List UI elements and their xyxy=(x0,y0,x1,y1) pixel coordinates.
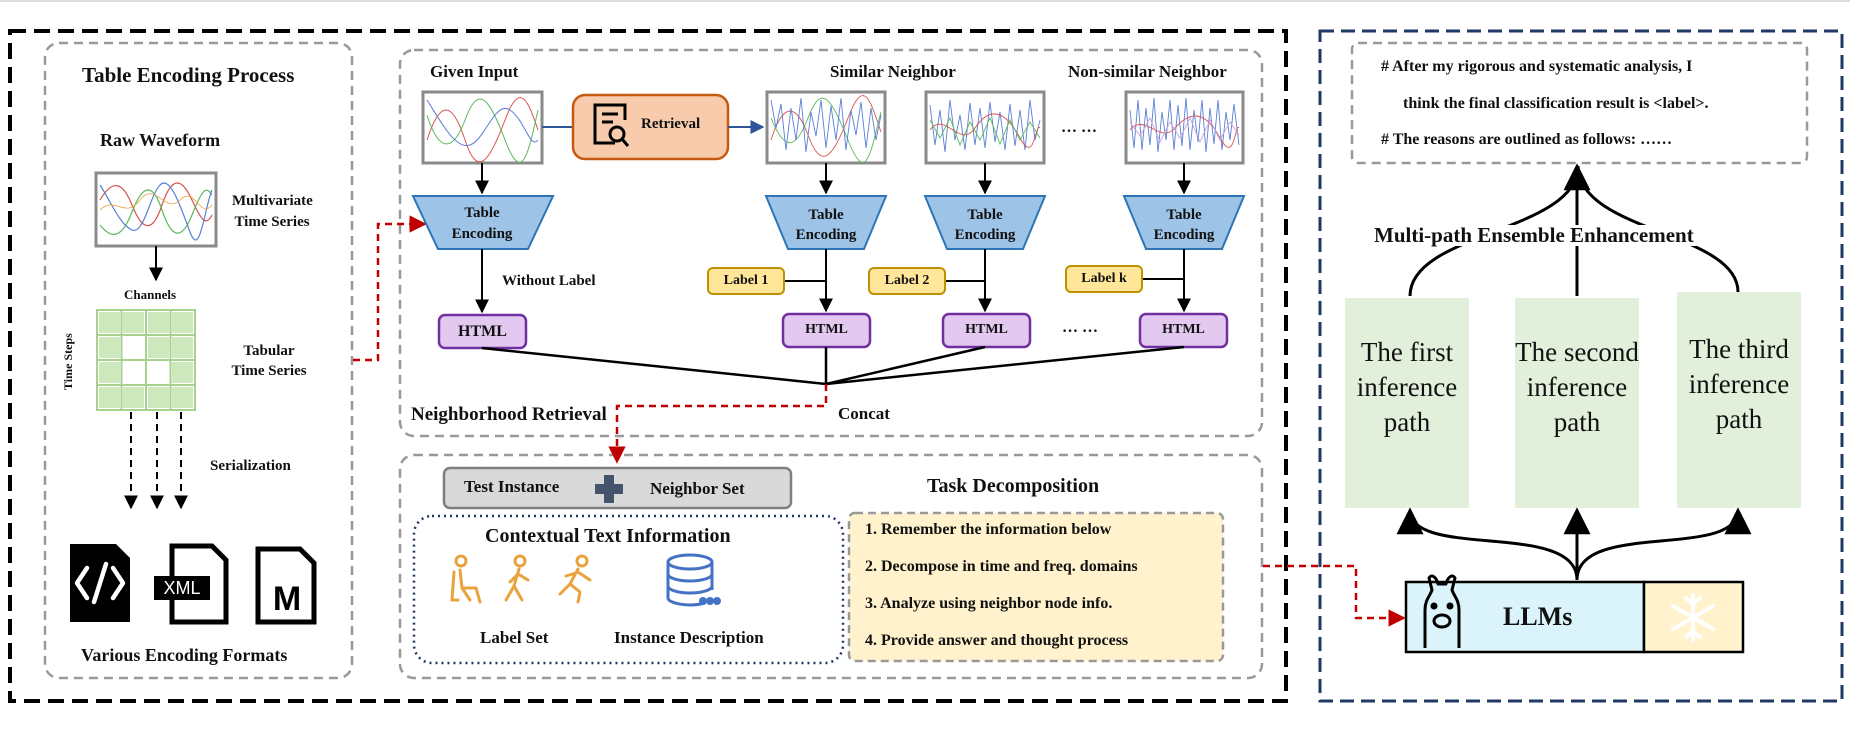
non-similar-neighbor-plot-1 xyxy=(929,99,1041,153)
ensemble-title: Multi-path Ensemble Enhancement xyxy=(1370,225,1698,246)
llama-icon xyxy=(1423,574,1461,648)
label-k-text: Label k xyxy=(1081,271,1127,286)
html-1-text: HTML xyxy=(458,323,507,340)
multivariate-label-2: Time Series xyxy=(234,214,310,230)
markdown-file-icon: M xyxy=(255,546,317,625)
non-similar-neighbor-thumb-2 xyxy=(1124,90,1245,165)
task-step-3: 3. Analyze using neighbor node info. xyxy=(865,595,1113,612)
inference-path-1: The first inference path xyxy=(1356,337,1458,437)
encoding-to-html-arrows xyxy=(475,249,1191,314)
given-input-thumb xyxy=(421,90,544,165)
output-line-2: think the final classification result is… xyxy=(1403,95,1709,112)
html-boxes xyxy=(437,312,1229,350)
inference-path-2: The second inference path xyxy=(1515,337,1639,437)
task-step-2: 2. Decompose in time and freq. domains xyxy=(865,558,1138,575)
given-input-label: Given Input xyxy=(430,62,519,81)
tabular-label-2: Time Series xyxy=(231,363,307,379)
concat-label: Concat xyxy=(838,404,890,423)
multivariate-label-1: Multivariate xyxy=(232,193,313,209)
task-step-1: 1. Remember the information below xyxy=(865,521,1112,538)
running-person-icon xyxy=(558,554,592,604)
document-search-icon xyxy=(593,103,630,147)
right-outer-frame xyxy=(1318,29,1844,703)
walking-person-icon xyxy=(504,554,530,602)
formats-title: Various Encoding Formats xyxy=(81,645,288,665)
html-4-text: HTML xyxy=(1162,322,1205,337)
similar-neighbor-label: Similar Neighbor xyxy=(830,62,956,81)
html-3-text: HTML xyxy=(965,322,1008,337)
encoding-4-line-2: Encoding xyxy=(1153,227,1215,243)
similar-neighbor-plot xyxy=(770,95,882,163)
serialization-arrows xyxy=(124,412,188,510)
time-steps-label: Time Steps xyxy=(61,333,75,390)
output-line-3: # The reasons are outlined as follows: …… xyxy=(1381,131,1673,148)
concat-lines xyxy=(481,345,1185,386)
task-decomposition-title: Task Decomposition xyxy=(927,475,1100,497)
encoding-4-line-1: Table xyxy=(1166,207,1202,223)
neighborhood-retrieval-panel xyxy=(398,48,1264,438)
table-encoding-panel xyxy=(43,41,354,680)
llm-to-paths-arrows xyxy=(1396,507,1752,581)
neighborhood-retrieval-title: Neighborhood Retrieval xyxy=(411,404,607,425)
task-panel xyxy=(398,453,1264,680)
serialization-label: Serialization xyxy=(210,458,291,474)
table-encoding-shapes xyxy=(411,195,1246,250)
task-steps-box xyxy=(847,511,1225,663)
instance-description-label: Instance Description xyxy=(614,628,764,647)
encoding-3-line-2: Encoding xyxy=(954,227,1016,243)
llms-label: LLMs xyxy=(1503,602,1573,631)
label-set-label: Label Set xyxy=(480,628,549,647)
task-step-4: 4. Provide answer and thought process xyxy=(865,632,1129,649)
table-encoding-title: Table Encoding Process xyxy=(82,63,295,87)
non-similar-neighbor-thumb-1 xyxy=(924,90,1046,165)
label-boxes xyxy=(707,265,1143,295)
html-2-text: HTML xyxy=(805,322,848,337)
retrieval-label: Retrieval xyxy=(641,116,701,132)
contextual-text-box xyxy=(412,514,845,665)
thumb-to-encoding-arrows xyxy=(475,163,1191,195)
ellipsis-top: … … xyxy=(1061,119,1097,136)
snowflake-icon xyxy=(1671,593,1715,642)
encoding-1-line-2: Encoding xyxy=(451,226,513,242)
xml-file-icon: XML xyxy=(154,543,229,625)
neighbor-set-label: Neighbor Set xyxy=(650,479,745,498)
ellipsis-bottom: … … xyxy=(1062,319,1098,336)
output-line-1: # After my rigorous and systematic analy… xyxy=(1381,58,1693,75)
raw-waveform-label: Raw Waveform xyxy=(100,130,221,150)
non-similar-neighbor-label: Non-similar Neighbor xyxy=(1068,62,1227,81)
red-arrow-to-llms xyxy=(1263,564,1406,627)
inference-path-boxes xyxy=(1345,292,1801,508)
encoding-2-line-1: Table xyxy=(808,207,844,223)
non-similar-neighbor-plot-2 xyxy=(1129,97,1240,153)
encoding-3-line-1: Table xyxy=(967,207,1003,223)
given-input-plot xyxy=(426,97,539,163)
label-2-text: Label 2 xyxy=(884,273,930,288)
plus-icon xyxy=(595,475,623,503)
database-icon xyxy=(666,553,721,607)
encoding-1-line-1: Table xyxy=(464,205,500,221)
tabular-grid xyxy=(96,309,196,411)
left-outer-frame xyxy=(8,29,1288,703)
test-instance-label: Test Instance xyxy=(464,477,560,496)
channels-label: Channels xyxy=(124,287,177,302)
raw-waveform-plot xyxy=(99,182,213,241)
tabular-label-1: Tabular xyxy=(243,343,295,359)
red-arrow-to-test-instance xyxy=(608,384,828,464)
similar-neighbor-thumb xyxy=(765,90,887,165)
sitting-person-icon xyxy=(450,554,482,604)
svg-text:XML: XML xyxy=(163,578,200,598)
red-arrow-to-encoding xyxy=(353,215,427,362)
code-file-icon xyxy=(70,544,130,622)
svg-text:M: M xyxy=(273,580,301,618)
encoding-2-line-2: Encoding xyxy=(795,227,857,243)
without-label-text: Without Label xyxy=(502,273,596,289)
label-1-text: Label 1 xyxy=(723,273,769,288)
contextual-title: Contextual Text Information xyxy=(485,525,731,547)
inference-path-3: The third inference path xyxy=(1688,334,1790,434)
